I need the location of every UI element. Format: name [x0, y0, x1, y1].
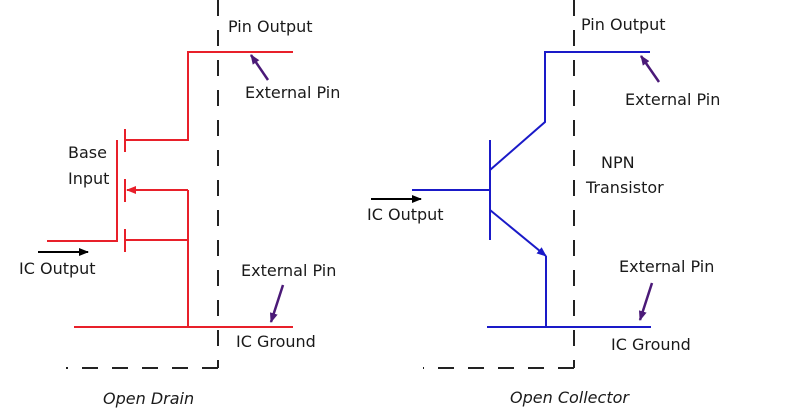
- external-pin-top-label: External Pin: [245, 83, 340, 102]
- npn-transistor-label-line2: Transistor: [585, 178, 664, 197]
- npn-transistor-label-line1: NPN: [601, 153, 635, 172]
- emitter-lead: [489, 209, 547, 257]
- open-drain-caption: Open Drain: [103, 389, 194, 408]
- external-pin-top-pointer: [639, 55, 661, 83]
- open-collector-caption: Open Collector: [510, 388, 630, 407]
- source-wire: [125, 239, 189, 327]
- open-drain-circuit: Pin Output External Pin Base Input IC Ou…: [19, 0, 340, 408]
- drain-wire: [125, 51, 293, 141]
- ic-output-label: IC Output: [19, 259, 96, 278]
- external-pin-bottom-label: External Pin: [619, 257, 714, 276]
- ic-output-label: IC Output: [367, 205, 444, 224]
- external-pin-bottom-pointer: [269, 284, 285, 323]
- external-pin-bottom-label: External Pin: [241, 261, 336, 280]
- open-collector-circuit: Pin Output External Pin NPN Transistor I…: [367, 0, 720, 407]
- external-pin-top-label: External Pin: [625, 90, 720, 109]
- ic-ground-label: IC Ground: [611, 335, 691, 354]
- external-pin-top-pointer: [249, 54, 270, 81]
- pin-output-label: Pin Output: [228, 17, 313, 36]
- base-input-label-line2: Input: [68, 169, 109, 188]
- gate-plate: [47, 140, 118, 242]
- external-pin-bottom-pointer: [638, 282, 654, 321]
- ic-ground-label: IC Ground: [236, 332, 316, 351]
- base-input-label-line1: Base: [68, 143, 107, 162]
- collector-wire: [489, 51, 650, 171]
- pin-output-label: Pin Output: [581, 15, 666, 34]
